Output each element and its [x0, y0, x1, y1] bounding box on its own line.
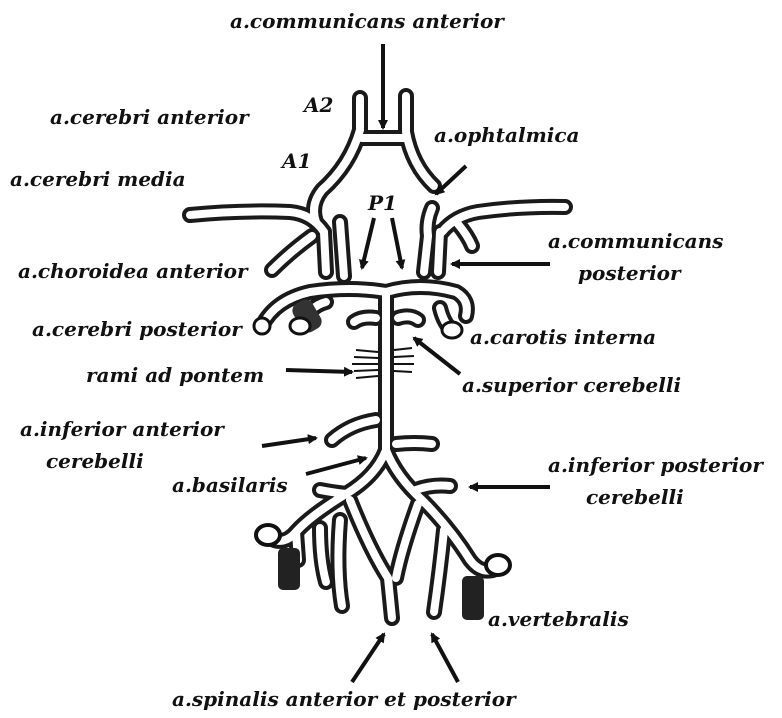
label-superior-cerebelli: a.superior cerebelli	[462, 374, 681, 396]
arrow-ophtalmica	[436, 166, 466, 194]
label-choroidea-anterior: a.choroidea anterior	[18, 260, 248, 282]
label-inferior-anterior-line1: a.inferior anterior	[20, 418, 224, 440]
label-a1: A1	[282, 150, 311, 172]
label-communicans-anterior: a.communicans anterior	[230, 10, 504, 32]
label-cerebri-posterior: a.cerebri posterior	[32, 318, 242, 340]
label-cerebri-anterior: a.cerebri anterior	[50, 106, 249, 128]
label-p1: P1	[368, 192, 397, 214]
label-inferior-anterior-line2: cerebelli	[46, 450, 144, 472]
label-carotis-interna: a.carotis interna	[470, 326, 656, 348]
arrow-superior-cerebelli	[414, 338, 460, 374]
label-rami-ad-pontem: rami ad pontem	[86, 364, 264, 386]
label-ophtalmica: a.ophtalmica	[434, 124, 579, 146]
label-cerebri-media: a.cerebri media	[10, 168, 186, 190]
arrow-spinalis-left	[352, 634, 384, 682]
arrow-basilaris	[306, 458, 366, 474]
arrow-rami-ad-pontem	[286, 370, 352, 372]
label-inferior-posterior-line1: a.inferior posterior	[548, 454, 763, 476]
label-basilaris: a.basilaris	[172, 474, 288, 496]
label-spinalis: a.spinalis anterior et posterior	[172, 688, 516, 710]
label-communicans-posterior-line1: a.communicans	[548, 230, 723, 252]
arrow-inferior-anterior	[262, 438, 316, 446]
vessel-network	[190, 96, 565, 620]
label-vertebralis: a.vertebralis	[488, 608, 629, 630]
arrow-p1-right	[392, 218, 402, 268]
arrow-p1-left	[362, 218, 374, 268]
label-a2: A2	[304, 94, 333, 116]
arrow-spinalis-right	[432, 634, 458, 682]
label-communicans-posterior-line2: posterior	[578, 262, 681, 284]
carotis-stump-right	[442, 322, 462, 338]
label-inferior-posterior-line2: cerebelli	[586, 486, 684, 508]
